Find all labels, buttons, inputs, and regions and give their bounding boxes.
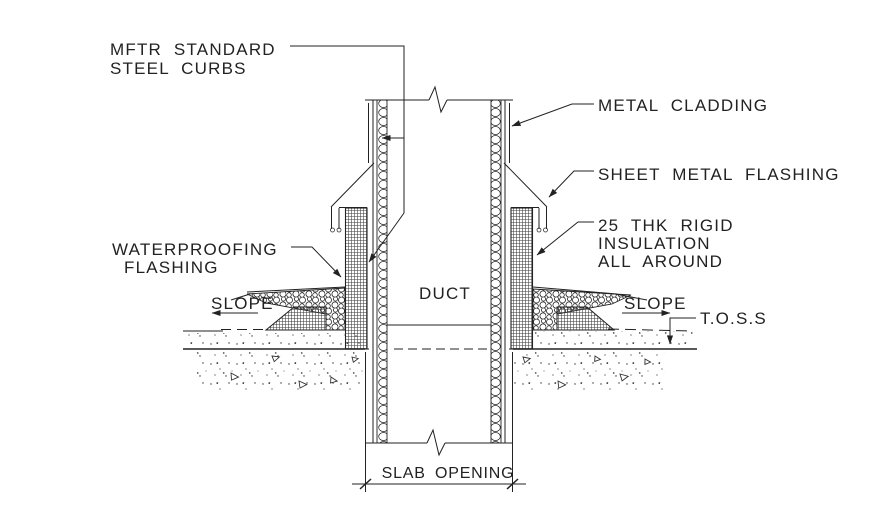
- rigid-insulation-label-line3: ALL AROUND: [598, 252, 723, 271]
- curb-insulation-right: [510, 207, 534, 350]
- roof-buildup-right: [513, 286, 697, 390]
- leader-toss: [666, 317, 696, 345]
- duct-assembly: DUCT: [365, 85, 513, 457]
- metal-cladding-label: METAL CLADDING: [598, 96, 768, 115]
- slab-opening-label: SLAB OPENING: [382, 465, 515, 482]
- break-symbol-top: [428, 85, 448, 114]
- duct-wall-left-insulation: [376, 99, 388, 444]
- flashing-hem-right-b: [536, 227, 542, 233]
- slope-right-label: SLOPE: [624, 294, 687, 313]
- concrete-triangles-right: [522, 355, 652, 389]
- curb-insulation-left: [344, 207, 368, 350]
- duct-label: DUCT: [419, 284, 471, 303]
- dimension-slab-opening: SLAB OPENING: [352, 352, 526, 492]
- slab-concrete-left: [196, 352, 365, 390]
- curb-right: [503, 162, 548, 350]
- break-symbol-bottom: [426, 428, 446, 457]
- roof-top-edge-left: [246, 286, 346, 293]
- slab-concrete-right: [513, 352, 665, 390]
- dimension-tick-right: [506, 478, 519, 490]
- slope-left-label: SLOPE: [211, 294, 274, 313]
- flashing-slope-left: [330, 162, 375, 208]
- flashing-hem-right-a: [543, 227, 548, 233]
- waterproofing-label-line2: FLASHING: [124, 258, 219, 277]
- leader-rigid-insulation: [536, 221, 594, 256]
- sheet-metal-flashing-label: SHEET METAL FLASHING: [598, 165, 840, 184]
- steel-curbs-label-line2: STEEL CURBS: [110, 59, 247, 78]
- roof-buildup-left: [183, 286, 365, 390]
- roof-edge-under-slope-right: [614, 293, 648, 301]
- rigid-insulation-label-line2: INSULATION: [598, 234, 711, 253]
- tapered-insulation-left: [264, 306, 327, 331]
- flashing-hem-left-a: [330, 227, 335, 233]
- membrane-dashes-right: [607, 328, 693, 332]
- tapered-insulation-right: [556, 306, 616, 331]
- leader-sheet-metal-flashing: [548, 170, 594, 198]
- toss-label: T.O.S.S: [700, 309, 767, 328]
- screed-stipple-left: [186, 333, 365, 348]
- rigid-insulation-label-line1: 25 THK RIGID: [598, 216, 734, 235]
- leader-steel-curbs: [290, 45, 405, 263]
- flashing-hem-left-b: [336, 227, 342, 233]
- dimension-tick-left: [359, 478, 372, 490]
- roof-top-edge-right: [532, 286, 618, 295]
- waterproofing-label-line1: WATERPROOFING: [112, 240, 278, 259]
- concrete-triangles-left: [230, 355, 360, 389]
- leaders: [211, 45, 696, 345]
- roof-edge-under-slope-left: [230, 293, 251, 301]
- curb-left: [330, 162, 375, 350]
- annotations: MFTR STANDARD STEEL CURBS METAL CLADDING…: [110, 40, 840, 328]
- steel-curbs-label-line1: MFTR STANDARD: [110, 40, 276, 59]
- flashing-slope-right: [503, 162, 548, 208]
- duct-wall-right-insulation: [490, 99, 502, 444]
- screed-stipple-right: [535, 331, 693, 347]
- leader-waterproofing-flashing: [291, 246, 342, 278]
- leader-metal-cladding: [511, 103, 594, 127]
